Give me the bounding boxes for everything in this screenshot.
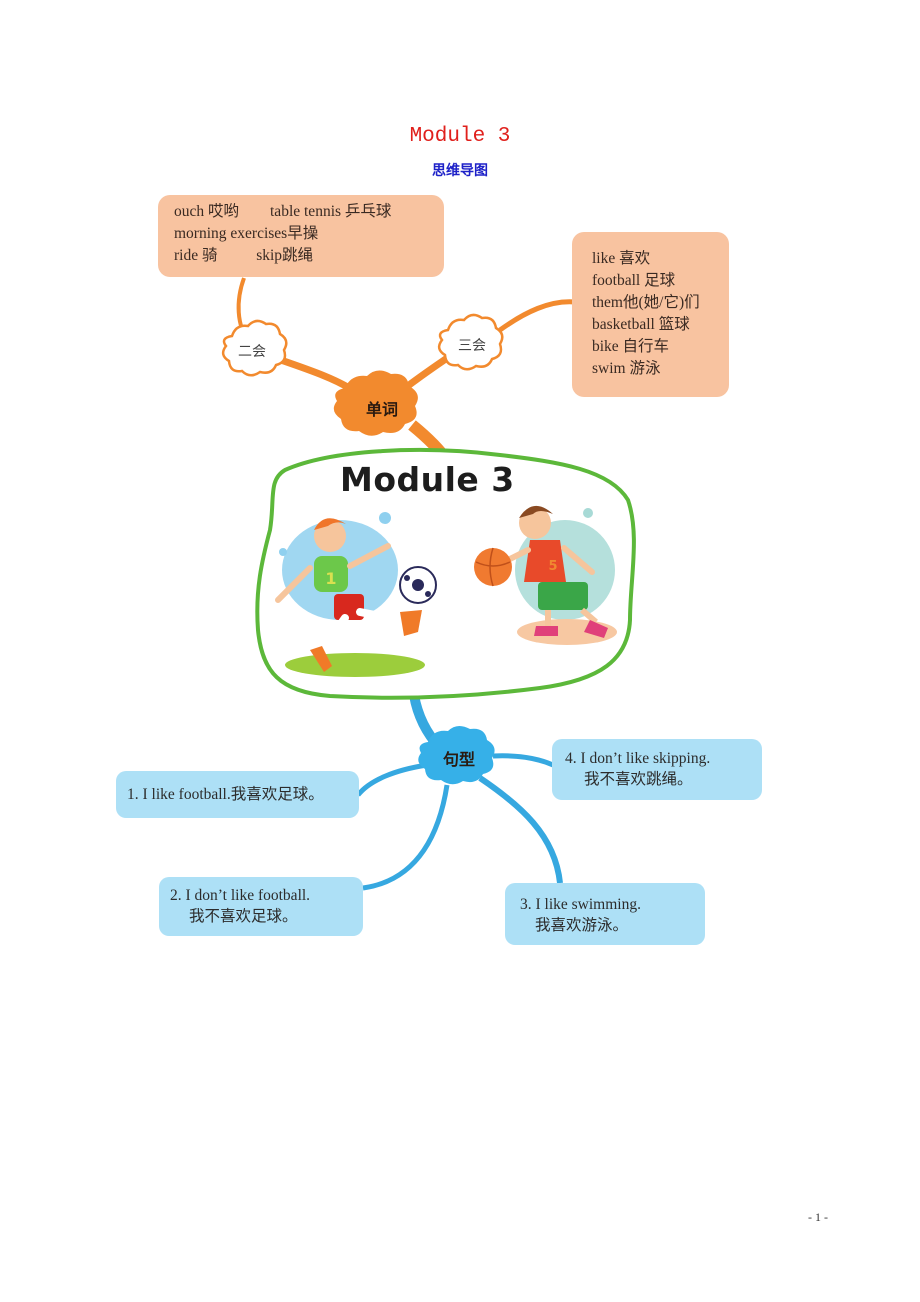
right-jersey-number: 5	[548, 559, 557, 574]
sentence-box-3: 3. I like swimming. 我喜欢游泳。	[505, 883, 705, 945]
cloud-two-label: 二会	[238, 344, 266, 360]
connector-three-to-box	[498, 299, 576, 333]
connector-sentences-to-s4	[492, 753, 555, 768]
sentence-translation: 我不喜欢足球。	[189, 908, 298, 925]
sentence-box-2: 2. I don’t like football. 我不喜欢足球。	[159, 877, 363, 936]
page-number: - 1 -	[808, 1210, 828, 1224]
word-row: ride 骑 skip跳绳	[174, 247, 314, 264]
sentence-translation: 我喜欢游泳。	[535, 917, 629, 934]
cloud-three-label: 三会	[458, 338, 486, 354]
word-item: basketball 篮球	[592, 316, 690, 333]
cloud-sentences	[418, 725, 495, 785]
word-item: them他(她/它)们	[592, 294, 700, 311]
word-item: like 喜欢	[592, 250, 651, 267]
cloud-sentences-label: 句型	[442, 750, 475, 769]
left-jersey-number: 1	[325, 569, 336, 588]
connector-sentences-to-s1	[356, 762, 428, 797]
sentence-text: 2. I don’t like football.	[170, 887, 311, 904]
basketball-boy-illustration: 5	[474, 505, 617, 645]
sentence-box-4: 4. I don’t like skipping. 我不喜欢跳绳。	[552, 739, 762, 800]
word-item: bike 自行车	[592, 338, 670, 355]
cloud-two	[221, 319, 288, 377]
football-boy-illustration: 1	[275, 512, 437, 677]
connector-sentences-to-s2	[362, 784, 450, 891]
cloud-three	[437, 313, 504, 371]
connector-sentences-to-s3	[478, 775, 563, 884]
words-group-three-box: like 喜欢 football 足球 them他(她/它)们 basketba…	[572, 232, 729, 397]
sentence-text: 3. I like swimming.	[520, 896, 641, 913]
word-item: swim 游泳	[592, 360, 661, 377]
page-subtitle: 思维导图	[432, 163, 488, 179]
word-item: football 足球	[592, 272, 676, 289]
word-row: ouch 哎哟 table tennis 乒乓球	[174, 203, 392, 220]
page-title: Module 3	[409, 125, 511, 148]
center-title: Module 3	[340, 460, 515, 499]
sentence-text: 4. I don’t like skipping.	[565, 750, 711, 767]
sentence-translation: 我不喜欢跳绳。	[584, 771, 693, 788]
word-row: morning exercises早操	[174, 225, 319, 242]
sentence-text: 1. I like football.我喜欢足球。	[127, 786, 324, 803]
cloud-words-label: 单词	[365, 400, 398, 419]
words-group-two-box: ouch 哎哟 table tennis 乒乓球 morning exercis…	[158, 195, 444, 277]
cloud-words	[333, 370, 418, 436]
sentence-box-1: 1. I like football.我喜欢足球。	[116, 771, 359, 818]
